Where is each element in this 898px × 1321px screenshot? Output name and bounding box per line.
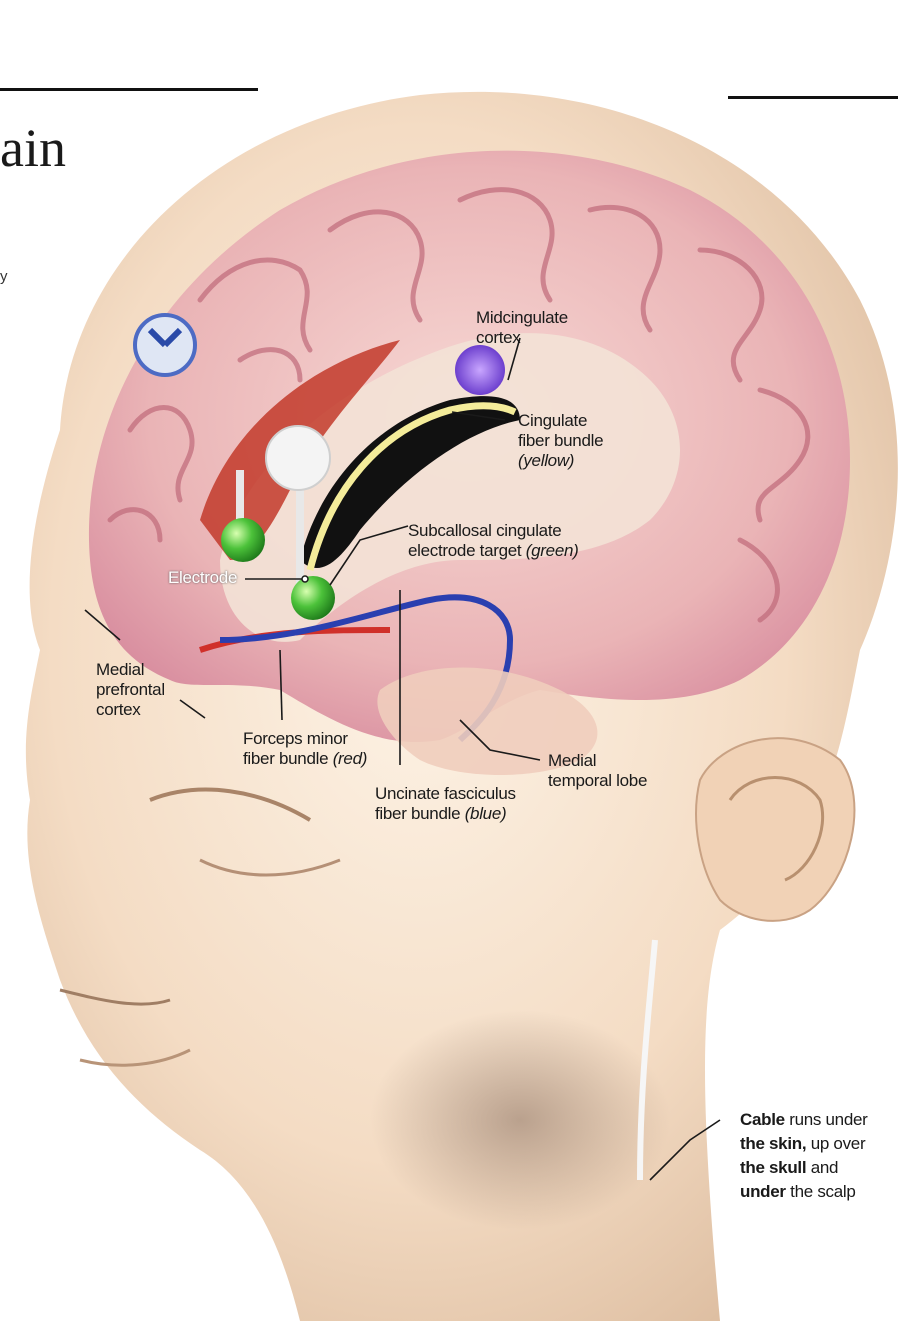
label-line: prefrontal [96,680,165,700]
label-line: the skull and [740,1156,868,1180]
label-bold: Cable [740,1110,785,1129]
label-line: Cingulate [518,411,603,431]
label-text: fiber bundle [375,804,460,823]
label-line: Cable runs under [740,1108,868,1132]
label-uncinate-fasciculus: Uncinate fasciculus fiber bundle (blue) [375,784,516,824]
label-line: Subcallosal cingulate [408,521,578,541]
label-line: Uncinate fasciculus [375,784,516,804]
label-line: Forceps minor [243,729,367,749]
label-text: the scalp [790,1182,855,1201]
label-line: fiber bundle (blue) [375,804,516,824]
label-text: and [811,1158,838,1177]
label-line: fiber bundle (red) [243,749,367,769]
page-title-fragment: ain [0,118,66,178]
label-line: temporal lobe [548,771,647,791]
label-line: cortex [476,328,568,348]
label-italic: (blue) [465,804,507,823]
label-forceps-minor: Forceps minor fiber bundle (red) [243,729,367,769]
label-line: Medial [96,660,165,680]
label-bold: under [740,1182,786,1201]
label-line: (yellow) [518,451,603,471]
label-text: runs under [789,1110,867,1129]
label-line: fiber bundle [518,431,603,451]
label-text: fiber bundle [243,749,328,768]
label-bold: the skin, [740,1134,806,1153]
label-italic: (green) [526,541,579,560]
label-bold: the skull [740,1158,806,1177]
label-line: Medial [548,751,647,771]
label-line: Midcingulate [476,308,568,328]
top-rule-left [0,88,258,91]
top-rule-right [728,96,898,99]
label-line: electrode target (green) [408,541,578,561]
label-text: up over [811,1134,866,1153]
label-cingulate-fiber-bundle: Cingulate fiber bundle (yellow) [518,411,603,471]
body-text-fragment: y [0,268,8,285]
label-text: electrode target [408,541,521,560]
label-line: under the scalp [740,1180,868,1204]
label-italic: (red) [333,749,367,768]
label-medial-temporal-lobe: Medial temporal lobe [548,751,647,791]
label-midcingulate-cortex: Midcingulate cortex [476,308,568,348]
label-line: cortex [96,700,165,720]
label-cable: Cable runs under the skin, up over the s… [740,1108,868,1204]
label-line: the skin, up over [740,1132,868,1156]
label-electrode: Electrode [168,568,237,588]
label-subcallosal-target: Subcallosal cingulate electrode target (… [408,521,578,561]
label-medial-prefrontal-cortex: Medial prefrontal cortex [96,660,165,720]
